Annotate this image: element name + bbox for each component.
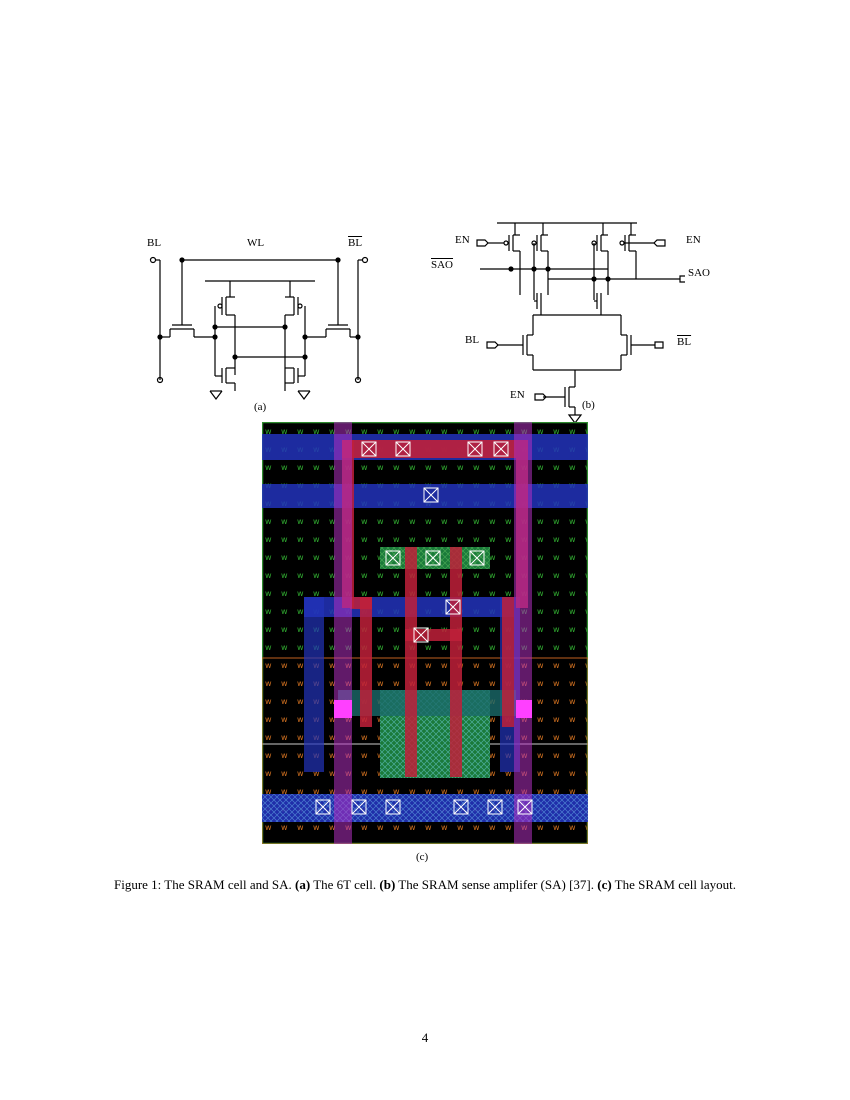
sram-cell-layout: w w [262, 422, 588, 844]
sense-amplifier-schematic [476, 222, 685, 424]
subfigure-b-label: (b) [582, 399, 595, 411]
sa-bl-label: BL [465, 334, 480, 346]
page-number: 4 [421, 1030, 429, 1045]
blb-label: BL [348, 237, 363, 249]
bl-label: BL [147, 237, 162, 249]
caption-c-marker: (c) [597, 877, 612, 892]
caption-b-marker: (b) [379, 877, 396, 892]
caption-c-text: The SRAM cell layout. [611, 877, 737, 892]
sao-bar-label: SAO [431, 259, 454, 271]
subfigure-a-label: (a) [254, 401, 267, 413]
wl-label: WL [247, 237, 265, 249]
subfigure-c-label: (c) [416, 851, 429, 863]
sa-blb-label: BL [677, 336, 692, 348]
caption-prefix: Figure 1: The SRAM cell and SA. [113, 877, 296, 892]
en-bottom-label: EN [510, 389, 525, 401]
caption-a-marker: (a) [295, 877, 311, 892]
en-left-label: EN [455, 234, 470, 246]
sram-6t-cell-schematic [149, 256, 369, 400]
en-right-label: EN [686, 234, 701, 246]
caption-b-text: The SRAM sense amplifer (SA) [37]. [395, 877, 598, 892]
caption-a-text: The 6T cell. [310, 877, 380, 892]
figure-caption: Figure 1: The SRAM cell and SA. (a) The … [60, 877, 790, 893]
sao-label: SAO [688, 267, 711, 279]
